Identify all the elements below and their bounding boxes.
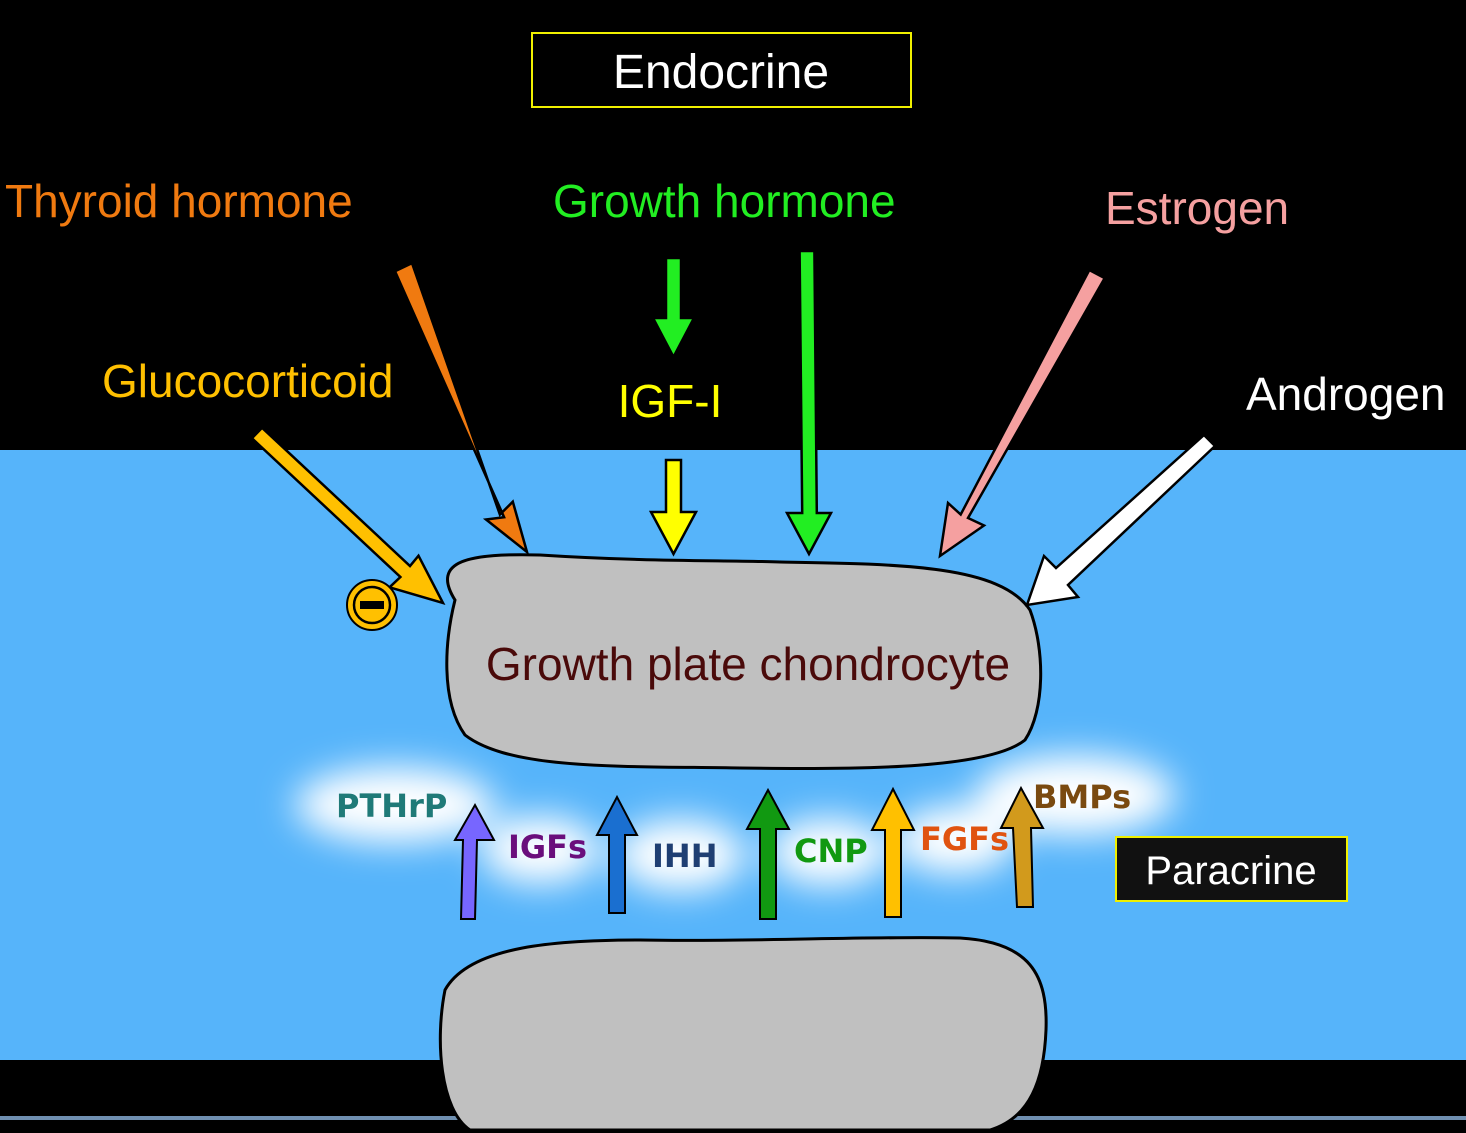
lower-cell bbox=[438, 936, 1048, 1132]
ihh-arrow bbox=[595, 794, 639, 914]
bmps-arrow bbox=[999, 785, 1045, 908]
ihh-label: IHH bbox=[652, 837, 717, 875]
igf1-arrow bbox=[648, 458, 699, 557]
pthrp-label: PTHrP bbox=[336, 787, 447, 825]
glucocorticoid-label: Glucocorticoid bbox=[102, 355, 393, 407]
glow-fgfs bbox=[895, 806, 1015, 874]
androgen-arrow bbox=[1025, 433, 1217, 607]
title: Endocrine bbox=[613, 46, 829, 99]
thyroid-arrow bbox=[393, 261, 530, 556]
chondrocyte-cell bbox=[445, 553, 1043, 771]
paracrine-box bbox=[1115, 836, 1348, 902]
growth-hormone-label: Growth hormone bbox=[553, 175, 896, 227]
cell-label: Growth plate chondrocyte bbox=[486, 638, 1010, 690]
glow-igfs bbox=[480, 816, 600, 884]
glow-pthrp bbox=[295, 767, 495, 843]
igfs-label: IGFs bbox=[508, 828, 587, 866]
fgfs-arrow bbox=[870, 786, 916, 918]
growth-hormone-to-igf1-arrow bbox=[650, 256, 697, 360]
glow-ihh bbox=[615, 819, 745, 891]
paracrine-label: Paracrine bbox=[1145, 849, 1316, 893]
estrogen-label: Estrogen bbox=[1105, 182, 1289, 234]
androgen-label: Androgen bbox=[1246, 368, 1446, 420]
igf1-label: IGF-I bbox=[618, 375, 723, 427]
title-box bbox=[531, 32, 912, 108]
thyroid-label: Thyroid hormone bbox=[5, 175, 353, 227]
igfs-arrow bbox=[453, 802, 496, 920]
bmps-label: BMPs bbox=[1033, 778, 1131, 816]
glucocorticoid-arrow bbox=[250, 426, 446, 606]
cnp-arrow bbox=[745, 787, 791, 920]
cnp-label: CNP bbox=[794, 832, 868, 870]
estrogen-arrow bbox=[938, 268, 1107, 559]
paracrine-glow bbox=[295, 755, 1175, 891]
inhibition-icon bbox=[346, 579, 398, 631]
growth-hormone-direct-arrow bbox=[784, 249, 834, 557]
fgfs-label: FGFs bbox=[920, 820, 1009, 858]
glow-cnp bbox=[768, 818, 888, 886]
